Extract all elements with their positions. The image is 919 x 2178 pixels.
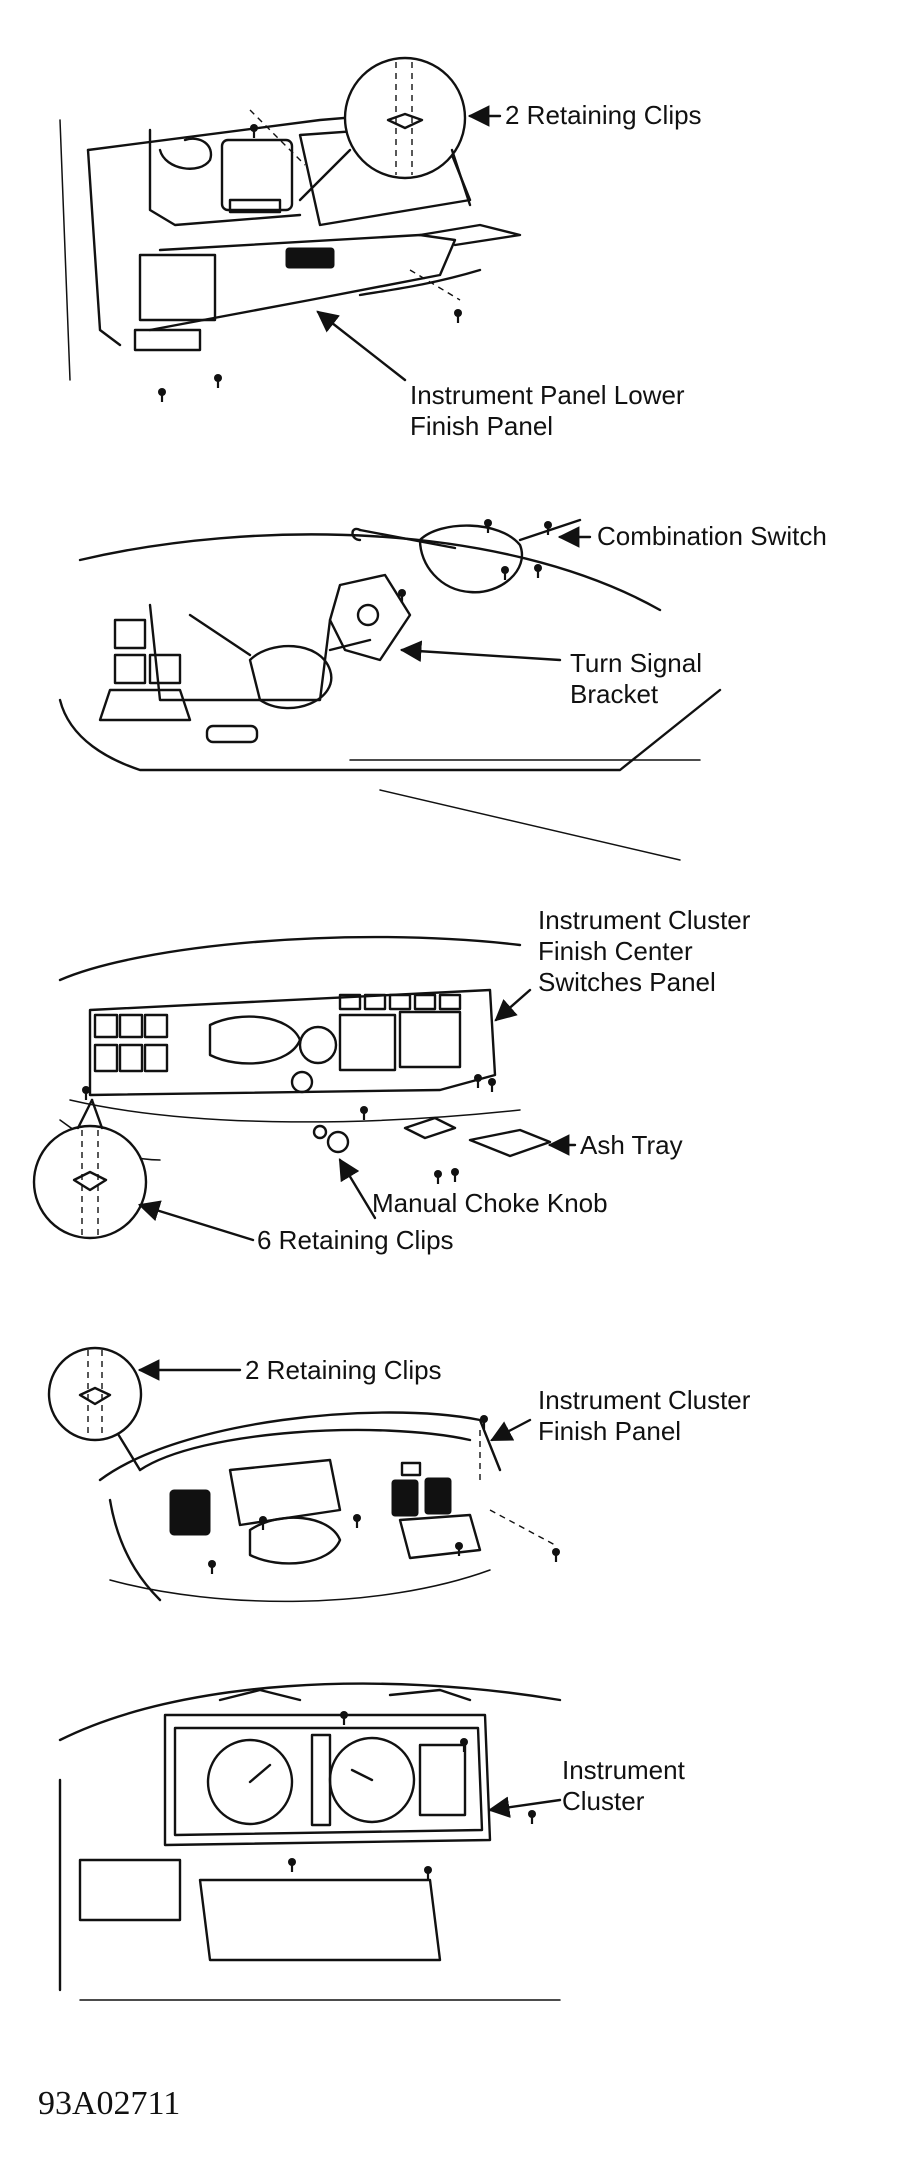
label-center-panel-line2: Finish Center [538, 936, 693, 966]
label-retaining-clips-fourth: 2 Retaining Clips [245, 1355, 442, 1385]
section-combination-switch [58, 517, 722, 861]
figure-code: 93A02711 [38, 2085, 181, 2122]
label-six-retaining-clips: 6 Retaining Clips [257, 1225, 454, 1255]
section-center-switches-panel [32, 935, 577, 1242]
label-manual-choke-knob: Manual Choke Knob [372, 1188, 608, 1218]
label-cluster-line1: Instrument [562, 1755, 685, 1785]
retaining-clip-detail-icon [32, 1124, 148, 1240]
label-retaining-clips-top: 2 Retaining Clips [505, 100, 702, 130]
label-turn-signal-line2: Bracket [570, 679, 659, 709]
label-cluster-finish-line2: Finish Panel [538, 1416, 682, 1446]
retaining-clip-detail-icon [47, 1346, 143, 1442]
section-instrument-cluster [58, 1682, 562, 2001]
label-lower-finish-panel-line2: Finish Panel [410, 411, 554, 441]
label-combination-switch: Combination Switch [597, 521, 827, 551]
label-cluster-finish-line1: Instrument Cluster [538, 1385, 751, 1415]
label-ash-tray: Ash Tray [580, 1130, 683, 1160]
label-turn-signal-line1: Turn Signal [570, 648, 702, 678]
retaining-clip-detail-icon [343, 56, 467, 180]
label-cluster-line2: Cluster [562, 1786, 645, 1816]
section-cluster-finish-panel [47, 1346, 562, 1603]
label-center-panel-line3: Switches Panel [538, 967, 716, 997]
section-lower-finish-panel [59, 56, 522, 404]
label-lower-finish-panel-line1: Instrument Panel Lower [410, 380, 685, 410]
label-center-panel-line1: Instrument Cluster [538, 905, 751, 935]
